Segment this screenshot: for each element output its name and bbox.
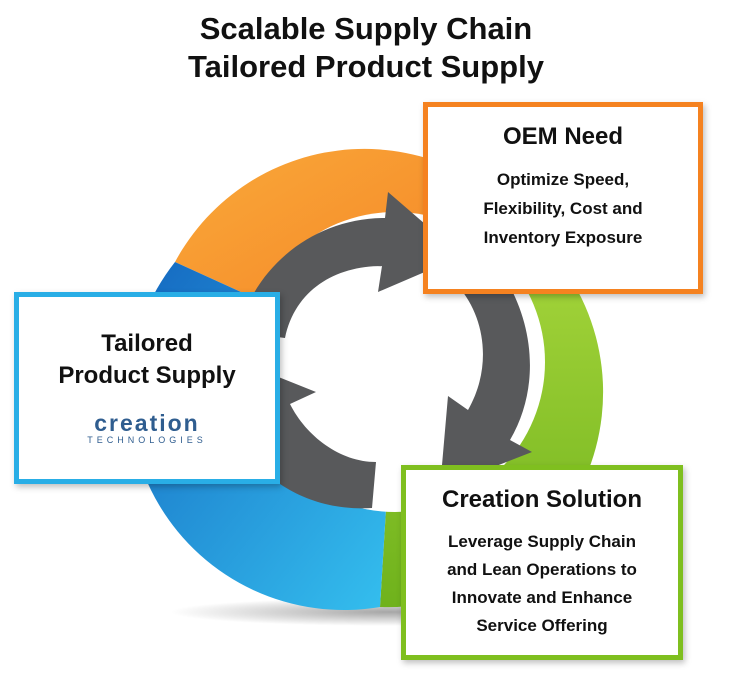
title-line-2: Tailored Product Supply [188,49,544,84]
arrow-top [238,192,462,338]
tailored-heading-line: Product Supply [58,362,236,389]
creation-solution-box: Creation Solution Leverage Supply Chain … [401,465,683,660]
creation-solution-line: Leverage Supply Chain [448,532,636,551]
oem-need-heading: OEM Need [502,123,624,150]
tailored-heading-line: Tailored [101,330,193,357]
oem-need-line: Optimize Speed, [496,170,630,189]
oem-need-description: Optimize Speed, Flexibility, Cost and In… [428,165,698,252]
tailored-heading: Tailored Product Supply [19,328,275,392]
tailored-product-supply-box: Tailored Product Supply creation TECHNOL… [14,292,280,484]
creation-solution-line: and Lean Operations to [447,560,637,579]
arrow-right [440,252,532,488]
logo-wordmark: creation [94,410,200,436]
logo-subtitle: TECHNOLOGIES [87,435,207,445]
creation-solution-line: Service Offering [476,616,608,635]
creation-solution-line: Innovate and Enhance [451,588,633,607]
creation-solution-description: Leverage Supply Chain and Lean Operation… [406,528,678,640]
creation-solution-heading: Creation Solution [442,486,642,513]
creation-technologies-logo: creation TECHNOLOGIES [19,412,275,446]
title-line-1: Scalable Supply Chain [199,11,533,46]
oem-need-box: OEM Need Optimize Speed, Flexibility, Co… [423,102,703,294]
oem-need-line: Inventory Exposure [483,228,643,247]
oem-need-line: Flexibility, Cost and [483,199,643,218]
